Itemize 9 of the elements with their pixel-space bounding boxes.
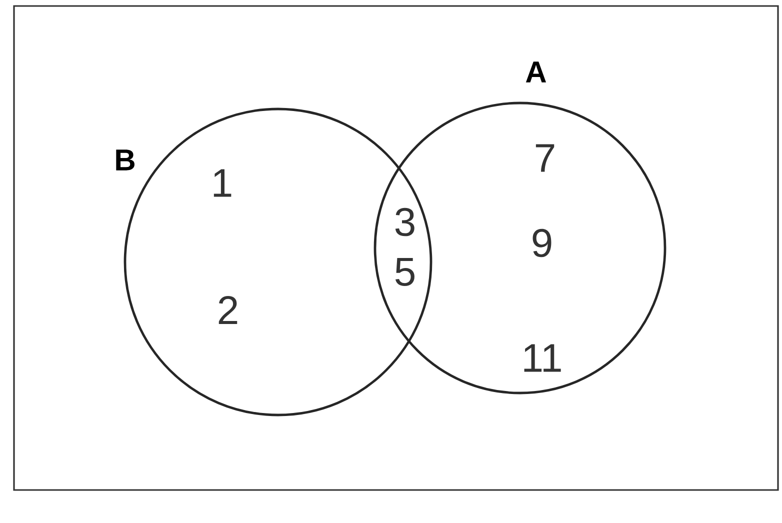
element-number: 2 [218,296,238,324]
element-number: 9 [532,228,552,258]
element-number: 3 [395,208,414,236]
element-number: 11 [524,344,561,372]
element-number: 1 [214,169,232,197]
element-number: 7 [536,144,554,172]
set-label: A [526,62,546,82]
element-number: 5 [395,258,414,286]
set-label: B [116,150,134,170]
